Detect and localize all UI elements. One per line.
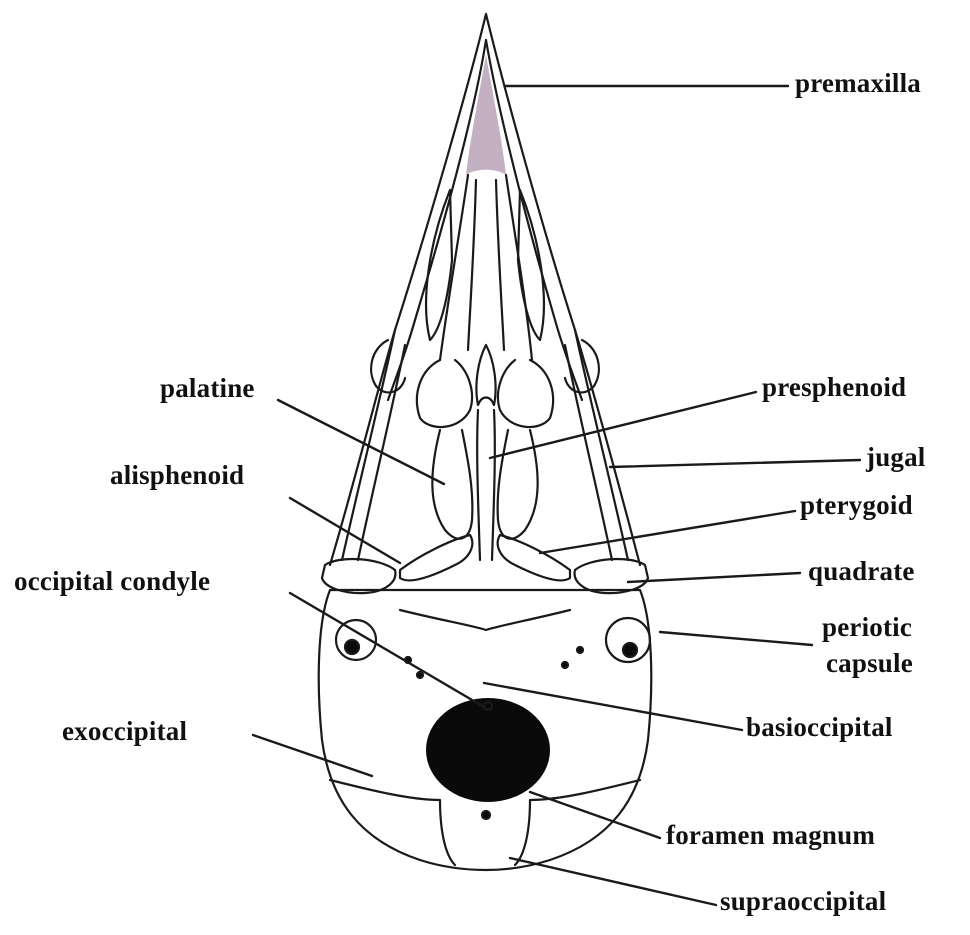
rostrum — [477, 410, 495, 560]
label-occipital-condyle: occipital condyle — [14, 566, 210, 596]
palatine-left — [432, 430, 472, 539]
otic-opening-right-inner — [623, 643, 637, 657]
label-foramen-magnum: foramen magnum — [666, 820, 875, 850]
maxillopalatine-right — [498, 360, 553, 427]
vomer — [476, 345, 495, 405]
occipital-condyle-mark — [484, 702, 492, 710]
label-quadrate: quadrate — [808, 556, 915, 586]
label-periotic: periotic — [822, 612, 912, 642]
label-supraoccipital: supraoccipital — [720, 886, 886, 916]
otic-opening-left-inner — [345, 640, 359, 654]
label-jugal: jugal — [866, 442, 926, 472]
dot — [577, 647, 583, 653]
maxillopalatine-left — [417, 360, 472, 427]
label-premaxilla: premaxilla — [795, 68, 921, 98]
jugal-bar-left — [342, 330, 405, 560]
pterygoid-right — [498, 535, 570, 580]
dot — [417, 672, 423, 678]
label-exoccipital: exoccipital — [62, 716, 187, 746]
label-presphenoid: presphenoid — [762, 372, 906, 402]
quadrate-right — [575, 559, 648, 593]
dot — [482, 811, 490, 819]
jugal-bar-right — [565, 330, 628, 560]
palatine-right — [498, 430, 538, 539]
label-capsule: capsule — [826, 648, 913, 678]
dot — [562, 662, 568, 668]
label-basioccipital: basioccipital — [746, 712, 893, 742]
pterygoid-left — [400, 535, 472, 580]
leader-lines — [253, 86, 860, 905]
foramen-magnum-hole — [426, 698, 550, 802]
quadrate-left — [322, 559, 395, 593]
label-pterygoid: pterygoid — [800, 490, 913, 520]
label-palatine: palatine — [160, 373, 255, 403]
label-alisphenoid: alisphenoid — [110, 460, 244, 490]
